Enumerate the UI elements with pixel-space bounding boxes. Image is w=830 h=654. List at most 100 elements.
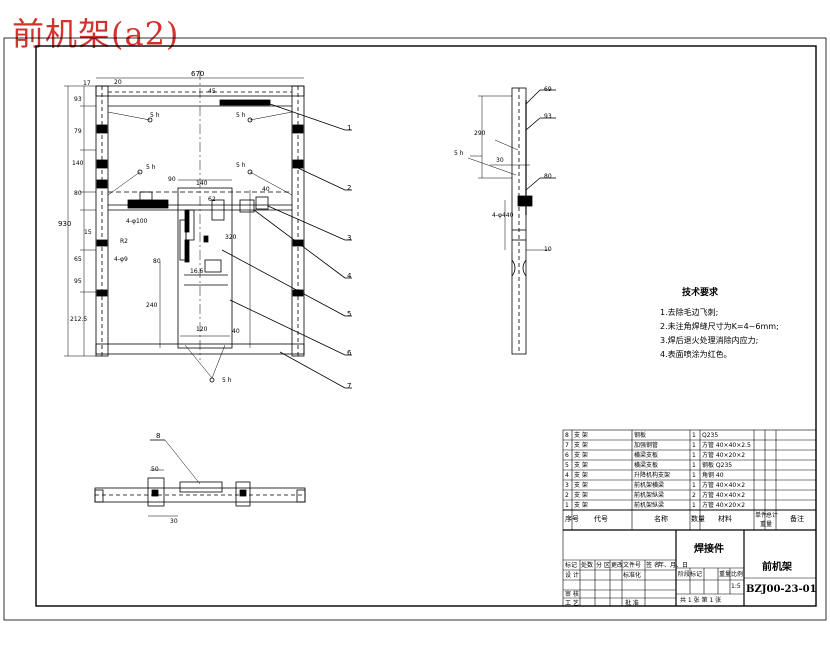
weight-label: 重量 <box>719 571 732 578</box>
rev-doc: 更改文件号 <box>611 562 642 569</box>
bom-row-no: 1 <box>565 502 569 509</box>
bom-row-name: 横梁支板 <box>634 462 659 469</box>
dim-212: 212.5 <box>70 316 88 323</box>
bom-row-qty: 2 <box>692 492 696 499</box>
dim-320: 320 <box>225 234 237 241</box>
bom-row-code: 支 架 <box>574 432 588 439</box>
bom-row-name: 前机架纵梁 <box>634 502 665 509</box>
dim-80: 80 <box>74 190 82 197</box>
bom-row-name: 前机架纵梁 <box>634 492 665 499</box>
part-name: 前机架 <box>762 562 792 573</box>
balloon-2: 2 <box>347 184 352 192</box>
weld-symbol: 5 h <box>454 150 464 157</box>
bom-row-code: 支 架 <box>574 472 588 479</box>
bom-row-mat: 方管 40×20×2 <box>702 452 746 459</box>
tech-req-heading: 技术要求 <box>682 288 719 298</box>
dim-16-6: 16.6 <box>190 268 204 275</box>
dim-10: 10 <box>544 246 552 253</box>
bom-header-remark: 备注 <box>790 515 804 523</box>
dim-79: 79 <box>74 128 82 135</box>
weld-symbol-2: 5 h <box>150 112 160 119</box>
scale-value: 1:5 <box>731 583 741 590</box>
bom-header-total: 总计 <box>766 512 779 519</box>
dim-17: 17 <box>83 80 91 87</box>
tech-req-item: 3.焊后退火处理消除内应力; <box>660 336 759 345</box>
dim-240: 240 <box>146 302 158 309</box>
bom-row-no: 8 <box>565 432 569 439</box>
dim-62: 62 <box>208 196 216 203</box>
dim-93b: 93 <box>544 113 552 120</box>
bom-row-mat: 方管 40×40×2 <box>702 482 746 489</box>
bom-row-name: 升降机构支架 <box>634 472 671 479</box>
bom-row-no: 5 <box>565 462 569 469</box>
balloon-3: 3 <box>347 234 352 242</box>
role-check: 审 核 <box>565 591 579 598</box>
bom-row-mat: 角钢 40 <box>702 472 724 479</box>
bom-header-mat: 材料 <box>718 515 732 523</box>
bom-header-code: 代号 <box>594 515 608 523</box>
bom-header-qty: 数量 <box>691 515 705 523</box>
tech-req-item: 2.未注角焊缝尺寸为K=4~6mm; <box>660 322 779 331</box>
balloon-4: 4 <box>347 272 352 280</box>
bom-row-name: 前机架横梁 <box>634 482 665 489</box>
bom-header-unit: 单件 <box>755 512 768 519</box>
dim-90: 90 <box>168 176 176 183</box>
bom-row-code: 支 架 <box>574 492 588 499</box>
dim-80b: 80 <box>153 258 161 265</box>
dim-93: 93 <box>74 96 82 103</box>
bom-row-no: 4 <box>565 472 569 479</box>
balloon-8: 8 <box>156 432 161 440</box>
dim-140: 140 <box>72 160 84 167</box>
dim-930: 930 <box>58 220 72 228</box>
role-process: 工 艺 <box>565 600 579 607</box>
bom-row-code: 支 架 <box>574 462 588 469</box>
rev-date: 年、月、日 <box>658 562 689 569</box>
role-approve: 批 准 <box>625 600 639 607</box>
technical-requirements: 技术要求 1.去除毛边飞刺; 2.未注角焊缝尺寸为K=4~6mm; 3.焊后退火… <box>660 286 810 362</box>
sheet-count: 共 1 张 第 1 张 <box>680 597 722 604</box>
dim-20: 20 <box>114 79 122 86</box>
title-block <box>562 429 817 607</box>
part-type: 焊接件 <box>694 544 724 555</box>
role-design: 设 计 <box>565 572 579 579</box>
dim-45: 45 <box>208 88 216 95</box>
weld-symbol-6: 5 h <box>222 377 232 384</box>
bom-row-code: 支 架 <box>574 442 588 449</box>
bom-row-qty: 1 <box>692 432 696 439</box>
rev-mark: 标记 <box>565 562 578 569</box>
bom-row-qty: 1 <box>692 452 696 459</box>
bom-row-no: 7 <box>565 442 569 449</box>
weld-symbol-5: 5 h <box>236 162 246 169</box>
drawing-number: BZJ00-23-01 <box>746 584 817 595</box>
dim-4-440: 4-φ440 <box>492 212 514 219</box>
side-view <box>467 87 556 355</box>
bom-row-mat: 方管 40×20×2 <box>702 502 746 509</box>
dim-69: 69 <box>544 86 552 93</box>
bottom-view <box>94 439 306 517</box>
dim-4-9: 4-φ9 <box>114 256 128 263</box>
bom-row-name: 钢板 <box>634 432 647 439</box>
rev-count: 处数 <box>581 562 594 569</box>
balloon-1: 1 <box>347 124 352 132</box>
bom-row-qty: 1 <box>692 502 696 509</box>
inner-border <box>35 45 817 607</box>
dim-40b: 40 <box>232 328 240 335</box>
weld-symbol-4: 5 h <box>146 164 156 171</box>
bom-header-name: 名称 <box>654 515 668 523</box>
dim-65: 65 <box>74 256 82 263</box>
dim-670: 670 <box>191 70 205 78</box>
bom-row-name: 加强钢管 <box>634 442 659 449</box>
dim-50: 50 <box>151 466 159 473</box>
outer-border <box>3 37 827 621</box>
role-standard: 标准化 <box>623 572 642 579</box>
tech-req-item: 1.去除毛边飞刺; <box>660 308 719 317</box>
rev-sign: 签 名 <box>646 562 660 569</box>
bom-row-qty: 1 <box>692 472 696 479</box>
weld-symbol-3: 5 h <box>236 112 246 119</box>
rev-zone: 分 区 <box>596 562 610 569</box>
bom-row-mat: 方管 40×40×2.5 <box>702 442 751 449</box>
dim-4-100: 4-φ100 <box>126 218 148 225</box>
dim-95: 95 <box>74 278 82 285</box>
bom-row-qty: 1 <box>692 482 696 489</box>
